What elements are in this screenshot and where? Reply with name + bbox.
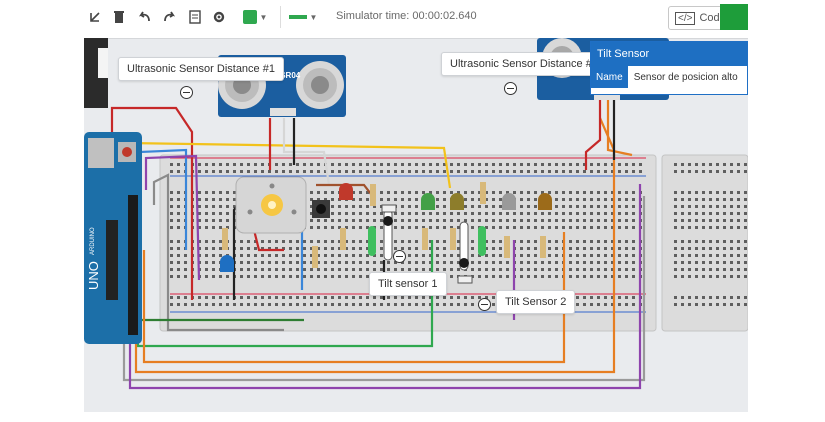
circuit-editor: ▼ ▼ Simulator time: 00:00:02.640 </> Cod…	[84, 0, 748, 412]
circuit-canvas[interactable]: UNO ARDUINO HC-SR04	[84, 0, 748, 412]
color-swatch	[242, 10, 257, 24]
note-icon[interactable]	[186, 6, 204, 28]
led-green[interactable]	[421, 193, 435, 210]
led-blue[interactable]	[220, 255, 234, 272]
arduino-brand: ARDUINO	[90, 227, 96, 255]
arduino-label: UNO	[86, 261, 101, 290]
delete-icon[interactable]	[110, 6, 128, 28]
capacitor-1[interactable]	[368, 226, 376, 256]
start-simulation-button[interactable]	[720, 4, 748, 30]
undo-icon[interactable]	[136, 6, 154, 28]
callout-tilt-1: Tilt sensor 1	[369, 272, 447, 296]
toolbar: ▼ ▼ Simulator time: 00:00:02.640 </> Cod…	[84, 0, 748, 39]
tilt-sensor-1[interactable]	[381, 204, 397, 261]
led-gray[interactable]	[502, 193, 516, 210]
simulator-time: Simulator time: 00:00:02.640	[336, 10, 477, 22]
led-olive[interactable]	[450, 193, 464, 210]
dc-motor[interactable]	[235, 176, 307, 234]
breadboard-secondary[interactable]	[661, 154, 748, 332]
code-icon: </>	[675, 11, 696, 25]
code-button-label: Code	[699, 12, 726, 24]
callout-pin-icon[interactable]	[504, 82, 517, 95]
chevron-down-icon: ▼	[259, 12, 268, 22]
chevron-down-icon: ▼	[309, 12, 318, 22]
callout-pin-icon[interactable]	[478, 298, 491, 311]
capacitor-2[interactable]	[478, 226, 486, 256]
arduino-uno[interactable]: UNO ARDUINO	[84, 132, 142, 344]
callout-tilt-2: Tilt Sensor 2	[496, 290, 576, 314]
color-picker-1[interactable]: ▼	[238, 6, 272, 28]
callout-ultrasonic-1: Ultrasonic Sensor Distance #1	[118, 57, 284, 81]
pushbutton[interactable]	[312, 200, 330, 218]
tilt-sensor-2[interactable]	[457, 221, 473, 284]
line-style-swatch	[288, 15, 307, 19]
component-inspector: Tilt Sensor Name Sensor de posicion alto	[590, 41, 748, 95]
led-red[interactable]	[339, 183, 353, 200]
led-brown[interactable]	[538, 193, 552, 210]
line-style-picker[interactable]: ▼	[280, 6, 325, 28]
callout-pin-icon[interactable]	[180, 86, 193, 99]
rotate-icon[interactable]	[86, 6, 104, 28]
resistors[interactable]	[222, 182, 546, 268]
callout-pin-icon[interactable]	[393, 250, 406, 263]
inspector-name-key: Name	[591, 66, 628, 88]
inspector-title: Tilt Sensor	[591, 42, 747, 66]
settings-icon[interactable]	[210, 6, 228, 28]
inspector-name-field[interactable]: Sensor de posicion alto	[633, 71, 738, 83]
inspector-name-row: Name Sensor de posicion alto	[591, 66, 747, 88]
callout-ultrasonic-2: Ultrasonic Sensor Distance #2	[441, 52, 607, 76]
redo-icon[interactable]	[160, 6, 178, 28]
